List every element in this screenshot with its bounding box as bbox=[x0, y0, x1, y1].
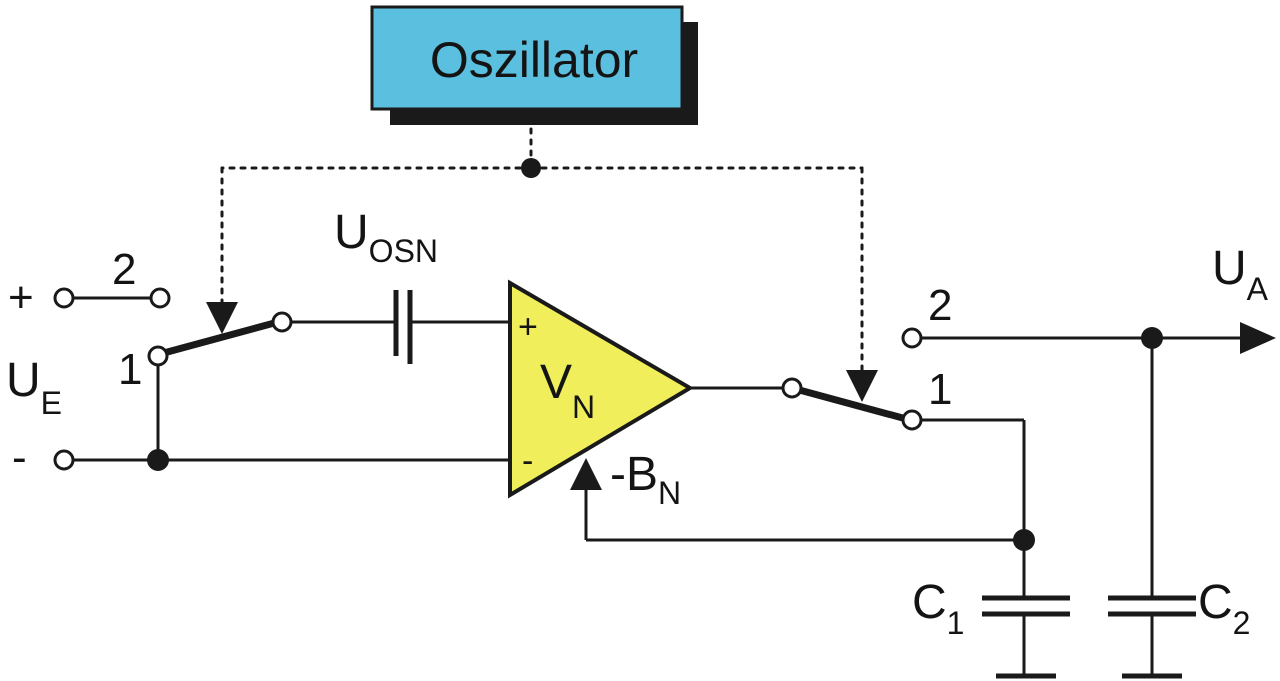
label-uosn: UOSN bbox=[334, 206, 438, 269]
label-ua: UA bbox=[1212, 242, 1269, 307]
capacitor-c1 bbox=[982, 595, 1070, 679]
oscillator-control-lines bbox=[206, 116, 878, 402]
control-arrow-left bbox=[206, 302, 238, 334]
oscillator-box bbox=[370, 5, 684, 111]
label-ue-main: U bbox=[6, 354, 41, 407]
capacitor-c2 bbox=[1108, 595, 1196, 679]
label-switch2-pos1: 1 bbox=[928, 365, 952, 414]
label-bn: -BN bbox=[610, 448, 681, 511]
label-switch1-pos2: 2 bbox=[112, 245, 136, 294]
switch-1 bbox=[53, 287, 293, 471]
label-c2-main: C bbox=[1198, 576, 1233, 629]
label-ue-sub: E bbox=[41, 385, 62, 421]
junction-input-minus bbox=[147, 449, 169, 471]
amplifier-label-main: V bbox=[540, 356, 572, 409]
switch1-pivot bbox=[271, 311, 293, 333]
switch1-contact-2 bbox=[149, 287, 171, 309]
output-arrow bbox=[1240, 322, 1276, 354]
label-switch2-pos2: 2 bbox=[928, 281, 952, 330]
label-uosn-main: U bbox=[334, 206, 369, 259]
amplifier: + - VN bbox=[508, 279, 694, 499]
label-c2: C2 bbox=[1198, 576, 1250, 641]
oscillator-label: Oszillator bbox=[430, 32, 638, 88]
label-input-minus: - bbox=[12, 433, 27, 482]
terminal-input-plus bbox=[53, 287, 75, 309]
amplifier-minus-sign: - bbox=[522, 442, 533, 480]
amplifier-plus-sign: + bbox=[518, 308, 538, 346]
label-switch1-pos1: 1 bbox=[118, 345, 142, 394]
label-bn-sub: N bbox=[658, 475, 681, 511]
amplifier-triangle bbox=[508, 279, 694, 499]
switch2-contact-1 bbox=[901, 409, 923, 431]
labels: + - UE 2 1 UOSN -BN 2 1 UA C1 C2 bbox=[6, 206, 1269, 641]
label-ua-sub: A bbox=[1247, 271, 1269, 307]
label-uosn-sub: OSN bbox=[369, 233, 438, 269]
label-ue: UE bbox=[6, 354, 62, 421]
input-wiring bbox=[64, 296, 510, 471]
switch1-contact-1 bbox=[147, 345, 169, 367]
terminal-input-minus bbox=[53, 449, 75, 471]
offset-capacitor bbox=[393, 290, 413, 364]
label-bn-main: -B bbox=[610, 448, 658, 501]
switch2-contact-2 bbox=[901, 327, 923, 349]
label-c1-main: C bbox=[912, 576, 947, 629]
control-arrow-right bbox=[846, 370, 878, 402]
label-input-plus: + bbox=[8, 273, 34, 322]
switch2-lever bbox=[788, 384, 914, 424]
label-c2-sub: 2 bbox=[1233, 605, 1251, 641]
label-ua-main: U bbox=[1212, 242, 1247, 295]
control-junction-dot bbox=[521, 158, 541, 178]
label-c1-sub: 1 bbox=[947, 605, 965, 641]
feedback-arrow bbox=[570, 458, 602, 490]
output-wiring bbox=[570, 322, 1276, 596]
label-c1: C1 bbox=[912, 576, 964, 641]
switch1-lever bbox=[156, 318, 282, 358]
oscillator-block: Oszillator bbox=[370, 5, 698, 125]
switch2-pivot bbox=[781, 377, 803, 399]
amplifier-label: VN bbox=[540, 356, 595, 425]
amplifier-label-sub: N bbox=[572, 389, 595, 425]
